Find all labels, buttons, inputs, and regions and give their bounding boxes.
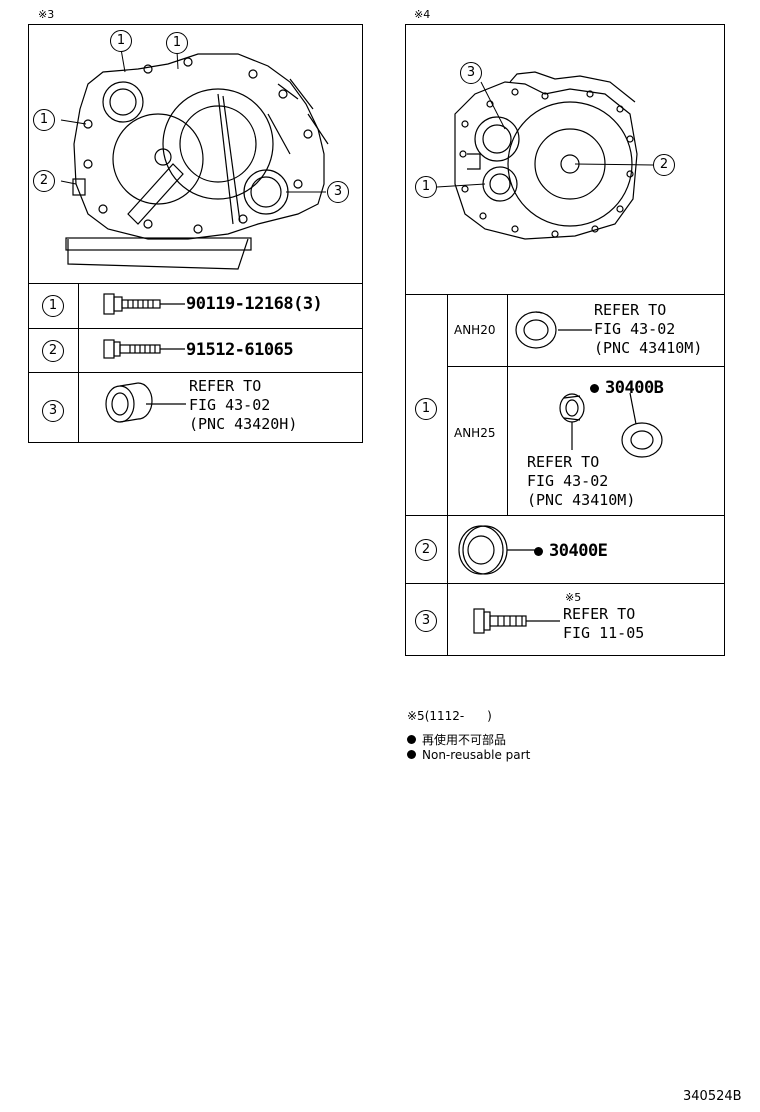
- part-number-30400e: 30400E: [534, 541, 608, 561]
- transaxle-illustration-right: [436, 71, 654, 240]
- callout-1: 1: [415, 176, 437, 198]
- part-number-91512: 91512-61065: [186, 340, 294, 360]
- refer-text-43420h: REFER TO FIG 43-02 (PNC 43420H): [189, 377, 298, 433]
- row-num-3: 3: [42, 400, 64, 422]
- non-reusable-dot-icon: [590, 384, 599, 393]
- callout-3: 3: [327, 181, 349, 203]
- non-reusable-dot-icon: [407, 750, 416, 759]
- legend-jp: 再使用不可部品: [407, 731, 506, 748]
- callout-2: 2: [653, 154, 675, 176]
- refer-text-fig-11-05: REFER TO FIG 11-05: [563, 605, 645, 642]
- callout-1-c: 1: [33, 109, 55, 131]
- non-reusable-dot-icon: [407, 735, 416, 744]
- bolt-icon: [103, 293, 185, 315]
- callout-1-a: 1: [110, 30, 132, 52]
- part-number-90119: 90119-12168(3): [186, 294, 323, 314]
- note-mark-5: ※5: [565, 591, 582, 604]
- transaxle-illustration-left: [60, 48, 329, 270]
- section-mark-4: ※4: [414, 8, 431, 21]
- oil-seal-icon: [515, 311, 592, 349]
- refer-text-anh20: REFER TO FIG 43-02 (PNC 43410M): [594, 301, 703, 357]
- callout-2: 2: [33, 170, 55, 192]
- oil-seal-icon: [105, 382, 186, 423]
- bolt-icon: [103, 339, 185, 359]
- refer-text-anh25: REFER TO FIG 43-02 (PNC 43410M): [527, 453, 636, 509]
- row-num-2: 2: [42, 340, 64, 362]
- bolt-icon: [473, 608, 560, 634]
- model-anh25: ANH25: [454, 426, 496, 440]
- section-mark-3: ※3: [38, 8, 55, 21]
- model-anh20: ANH20: [454, 323, 496, 337]
- diagram-id: 340524B: [683, 1089, 742, 1104]
- callout-1-b: 1: [166, 32, 188, 54]
- left-panel: [28, 24, 363, 443]
- row-num-1: 1: [415, 398, 437, 420]
- footnote-mark-5: ※5(1112- ): [407, 709, 492, 723]
- callout-3: 3: [460, 62, 482, 84]
- legend-en: Non-reusable part: [407, 748, 530, 762]
- row-num-3: 3: [415, 610, 437, 632]
- oil-seal-icon: [458, 525, 535, 575]
- oil-seal-icon: [559, 392, 663, 458]
- row-num-1: 1: [42, 295, 64, 317]
- right-panel: [405, 24, 725, 656]
- row-num-2: 2: [415, 539, 437, 561]
- part-number-30400b: 30400B: [590, 378, 664, 398]
- non-reusable-dot-icon: [534, 547, 543, 556]
